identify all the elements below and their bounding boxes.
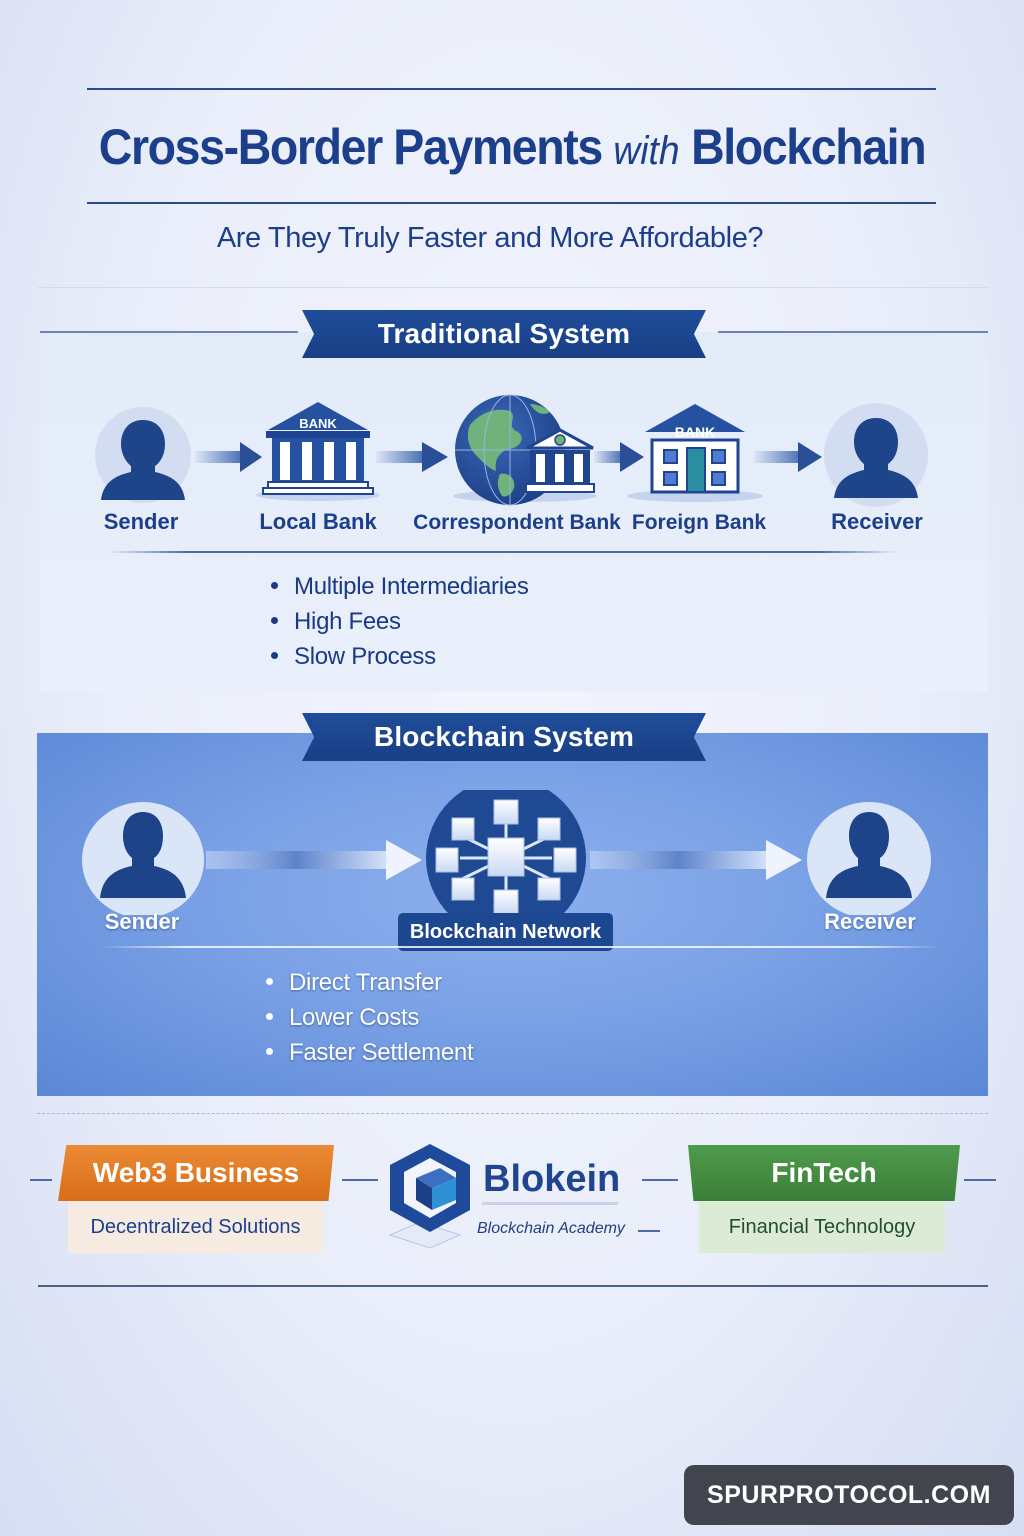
bullet-item: Slow Process	[271, 639, 529, 674]
bullet-text: Direct Transfer	[289, 969, 442, 996]
blockchain-bullet-list: Direct Transfer Lower Costs Faster Settl…	[266, 965, 474, 1070]
header-bottom-rule	[87, 202, 936, 204]
traditional-flow-diagram: BANK BANK	[95, 394, 928, 507]
traditional-bullet-list: Multiple Intermediaries High Fees Slow P…	[271, 569, 529, 674]
page-subtitle: Are They Truly Faster and More Affordabl…	[216, 222, 764, 254]
sender-person-icon	[82, 802, 204, 915]
arrow-right-icon	[206, 840, 422, 880]
bullet-dot-icon	[266, 1048, 273, 1056]
bullet-dot-icon	[271, 617, 278, 625]
globe-bank-icon	[453, 394, 597, 506]
bullet-item: High Fees	[271, 604, 529, 639]
bc-node-label: Sender	[104, 909, 180, 934]
section-divider	[38, 287, 988, 288]
sender-person-icon	[95, 407, 191, 503]
traditional-divider	[108, 551, 898, 553]
bullet-item: Multiple Intermediaries	[271, 569, 529, 604]
footer-connector	[638, 1230, 660, 1232]
footer-connector	[964, 1179, 996, 1181]
traditional-banner: Traditional System	[302, 310, 706, 358]
title-part-2: with	[613, 129, 680, 173]
trad-node-label: Correspondent Bank	[413, 511, 621, 534]
dashed-divider	[37, 1113, 988, 1114]
arrow-right-icon	[754, 442, 822, 472]
trad-node-label: Sender	[103, 509, 179, 534]
foreign-bank-building-icon: BANK	[627, 404, 763, 502]
web3-business-subtitle: Decentralized Solutions	[68, 1201, 323, 1253]
receiver-person-icon	[824, 403, 928, 507]
web3-business-badge: Web3 Business	[58, 1145, 334, 1201]
bullet-text: Multiple Intermediaries	[294, 573, 529, 600]
footer-connector	[342, 1179, 378, 1181]
foreign-bank-sign: BANK	[675, 424, 715, 440]
title-part-1: Cross-Border Payments	[98, 119, 603, 175]
bullet-text: Faster Settlement	[289, 1039, 474, 1066]
blockchain-banner: Blockchain System	[302, 713, 706, 761]
trad-node-label: Foreign Bank	[631, 511, 767, 534]
title-part-3: Blockchain	[691, 119, 927, 175]
fintech-badge: FinTech	[688, 1145, 960, 1201]
brand-underline	[482, 1202, 618, 1205]
blockchain-divider	[100, 946, 940, 948]
local-bank-sign: BANK	[299, 416, 337, 431]
arrow-right-icon	[195, 442, 262, 472]
arrow-right-icon	[594, 442, 644, 472]
bullet-dot-icon	[266, 978, 273, 986]
bullet-dot-icon	[271, 582, 278, 590]
footer-bottom-rule	[38, 1285, 988, 1287]
bullet-item: Faster Settlement	[266, 1035, 474, 1070]
page-title: Cross-Border Payments with Blockchain	[36, 118, 988, 176]
traditional-panel	[40, 332, 988, 692]
bullet-item: Lower Costs	[266, 1000, 473, 1035]
cube-node	[435, 799, 577, 915]
footer-connector	[642, 1179, 678, 1181]
brand-tagline: Blockchain Academy	[477, 1220, 625, 1237]
blockchain-network-label: Blockchain Network	[398, 913, 613, 951]
local-bank-icon: BANK	[256, 402, 380, 501]
trad-node-label: Local Bank	[259, 509, 377, 534]
bc-node-label: Receiver	[824, 909, 916, 934]
bullet-dot-icon	[266, 1013, 273, 1021]
arrow-right-icon	[376, 442, 448, 472]
banner-line-left	[40, 331, 298, 333]
header-top-rule	[87, 88, 936, 90]
bullet-dot-icon	[271, 652, 278, 660]
bullet-text: Slow Process	[294, 643, 436, 670]
bullet-item: Direct Transfer	[266, 965, 473, 1000]
blokein-logo-icon	[388, 1144, 470, 1249]
blockchain-flow-diagram	[82, 790, 931, 915]
footer-connector	[30, 1179, 52, 1181]
bullet-text: Lower Costs	[289, 1004, 420, 1031]
receiver-person-icon	[807, 802, 931, 915]
blockchain-network-icon	[426, 790, 586, 915]
fintech-subtitle: Financial Technology	[699, 1201, 945, 1253]
brand-name: Blokein	[483, 1158, 621, 1200]
banner-line-right	[718, 331, 988, 333]
watermark-label: SPURPROTOCOL.COM	[684, 1465, 1014, 1525]
trad-node-label: Receiver	[831, 509, 923, 534]
arrow-right-icon	[590, 840, 802, 880]
bullet-text: High Fees	[294, 608, 401, 635]
